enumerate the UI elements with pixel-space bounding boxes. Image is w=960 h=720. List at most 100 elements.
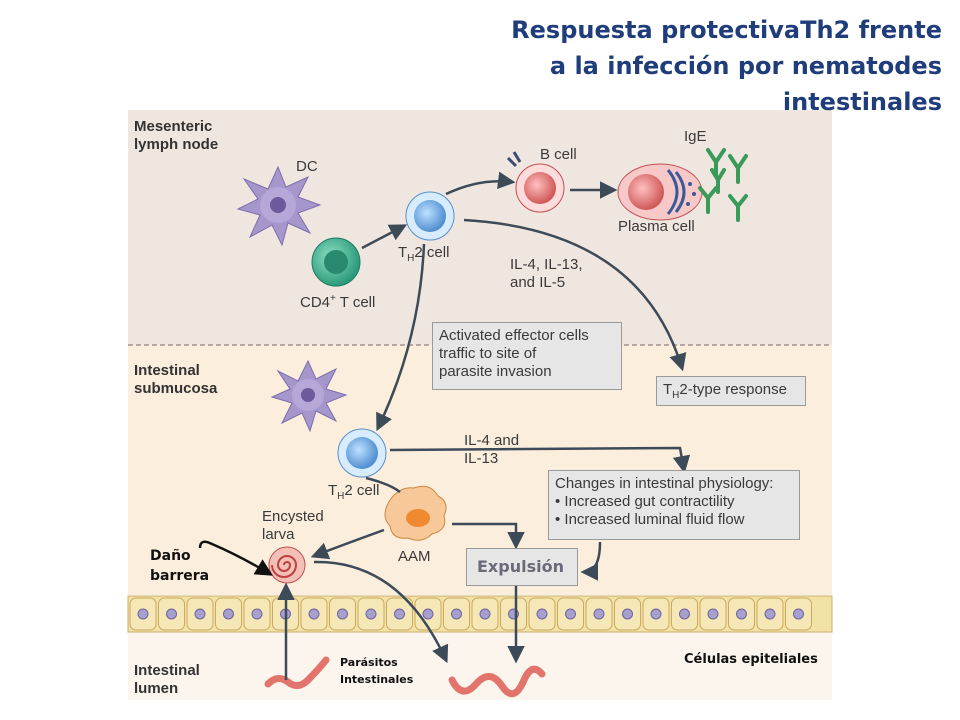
bcell-label: B cell: [540, 146, 577, 163]
dano-l2: barrera: [150, 568, 210, 584]
epithelial-nucleus: [479, 608, 491, 620]
cytokines-bottom-l2: IL-13: [464, 450, 499, 467]
larva-label: Encysted larva: [262, 508, 324, 544]
th2-top-pre: T: [398, 244, 408, 261]
traffic-l3: parasite invasion: [439, 363, 552, 380]
th2resp-post: 2-type response: [679, 381, 787, 398]
epithelial-nucleus: [565, 608, 576, 620]
epithelial-nucleus: [622, 608, 633, 620]
cd4-label-sup: +: [330, 293, 336, 304]
arrow-cd4-to-th2: [361, 224, 408, 250]
traffic-l1: Activated effector cells: [439, 327, 589, 344]
epithelial-nucleus: [308, 608, 320, 620]
th2-cell-icon-bottom: [337, 428, 387, 478]
ige-label: IgE: [684, 128, 707, 145]
arrow-th2-to-bcell: [445, 171, 516, 196]
expulsion-label: Expulsión: [477, 557, 564, 576]
epithelial-nucleus: [793, 608, 804, 620]
title-line-1: Respuesta protectivaTh2 frente: [511, 16, 942, 44]
th2-bottom-sub: H: [337, 491, 345, 502]
larva-l2: larva: [262, 526, 295, 543]
cytokines-bottom-label: IL-4 and IL-13: [464, 432, 519, 468]
epithelial-nucleus: [593, 608, 605, 620]
arrow-th2-to-th2response: [463, 218, 687, 372]
epithelial-nucleus: [536, 608, 548, 620]
th2resp-pre: T: [663, 381, 673, 398]
th2-bottom-post: 2 cell: [344, 482, 380, 499]
region-label-submucosa: Intestinal submucosa: [134, 362, 217, 398]
arrow-aam-to-larva: [310, 528, 385, 560]
cd4-label-post: T cell: [335, 294, 376, 311]
changes-l2: • Increased gut contractility: [555, 493, 735, 510]
parasitos-label: Parásitos Intestinales: [340, 654, 413, 688]
larva-l1: Encysted: [262, 508, 324, 525]
cd4-label-pre: CD4: [300, 294, 331, 311]
plasma-cell-icon: [617, 163, 703, 221]
dano-barrera-label: Daño barrera: [150, 546, 209, 586]
mesenteric-lymph-node-region: [128, 110, 832, 345]
arrow-th2-traffic: [376, 243, 426, 432]
arrow-dano-pointer: [198, 540, 274, 576]
title-line-2: a la infección por nematodes: [549, 52, 942, 80]
worm-left-icon: [264, 656, 330, 689]
arrow-th2b-to-changes: [389, 446, 691, 474]
region-label-lumen-line2: lumen: [134, 680, 179, 697]
epithelial-nucleus: [337, 608, 348, 620]
traffic-l2: traffic to site of: [439, 345, 537, 362]
cytokines-top-label: IL-4, IL-13, and IL-5: [510, 256, 583, 292]
arrow-aam-to-expulsion: [452, 522, 525, 550]
th2-bottom-pre: T: [328, 482, 338, 499]
arrow-changes-to-expulsion: [580, 541, 602, 581]
th2resp-sub: H: [672, 390, 680, 401]
cd4-t-cell-icon: [311, 237, 361, 287]
physiology-changes-box: Changes in intestinal physiology: • Incr…: [548, 470, 800, 540]
epithelial-nucleus: [736, 608, 747, 620]
th2-top-post: 2 cell: [414, 244, 450, 261]
changes-l3: • Increased luminal fluid flow: [555, 511, 745, 528]
dc-label: DC: [296, 158, 318, 175]
th2-label-top: TH2 cell: [398, 244, 449, 268]
plasma-cell-label: Plasma cell: [618, 218, 695, 235]
epithelial-nucleus: [251, 608, 263, 620]
region-label-mln: Mesenteric lymph node: [134, 118, 218, 154]
encysted-larva-icon: [268, 546, 306, 584]
epithelial-nucleus: [166, 608, 177, 620]
dano-l1: Daño: [150, 548, 191, 564]
cytokines-top-l2: and IL-5: [510, 274, 566, 291]
cytokines-top-l1: IL-4, IL-13,: [510, 256, 583, 273]
cd4-label: CD4+ T cell: [300, 290, 375, 312]
th2-top-sub: H: [407, 253, 415, 264]
epithelial-nucleus: [137, 608, 149, 620]
parasitos-l1: Parásitos: [340, 656, 398, 669]
region-label-lumen: Intestinal lumen: [134, 662, 200, 698]
region-label-sub-line2: submucosa: [134, 380, 218, 397]
aam-macrophage-icon: [384, 485, 447, 541]
epithelial-nucleus: [679, 608, 690, 620]
dendritic-cell-icon: [236, 165, 322, 247]
changes-l1: Changes in intestinal physiology:: [555, 475, 774, 492]
epithelial-nucleus: [707, 608, 719, 620]
th2-cell-icon-top: [405, 191, 455, 241]
region-label-mln-line2: lymph node: [134, 136, 219, 153]
traffic-note-box: Activated effector cells traffic to site…: [432, 322, 622, 390]
arrow-larva-to-lumen: [313, 560, 449, 664]
th2-label-bottom: TH2 cell: [328, 482, 379, 506]
page-title: Respuesta protectivaTh2 frente a la infe…: [342, 12, 942, 120]
epithelial-nucleus: [223, 608, 234, 620]
epithelial-nucleus: [394, 608, 405, 620]
region-label-mln-line1: Mesenteric: [134, 118, 213, 135]
epithelial-layer: [127, 595, 833, 633]
epithelial-nucleus: [650, 608, 662, 620]
worm-right-icon: [448, 665, 546, 698]
b-cell-icon: [506, 151, 565, 213]
epithelial-nucleus: [451, 608, 462, 620]
arrow-th2b-to-aam: [365, 476, 401, 493]
dendritic-cell-icon-submucosa: [270, 359, 348, 433]
lumen-region: [128, 630, 832, 700]
title-line-3: intestinales: [782, 88, 942, 116]
aam-label: AAM: [398, 548, 431, 565]
parasitos-l2: Intestinales: [340, 673, 414, 686]
cytokines-bottom-l1: IL-4 and: [464, 432, 520, 449]
epithelial-nucleus: [365, 608, 377, 620]
ige-antibody-icons: [698, 148, 748, 222]
